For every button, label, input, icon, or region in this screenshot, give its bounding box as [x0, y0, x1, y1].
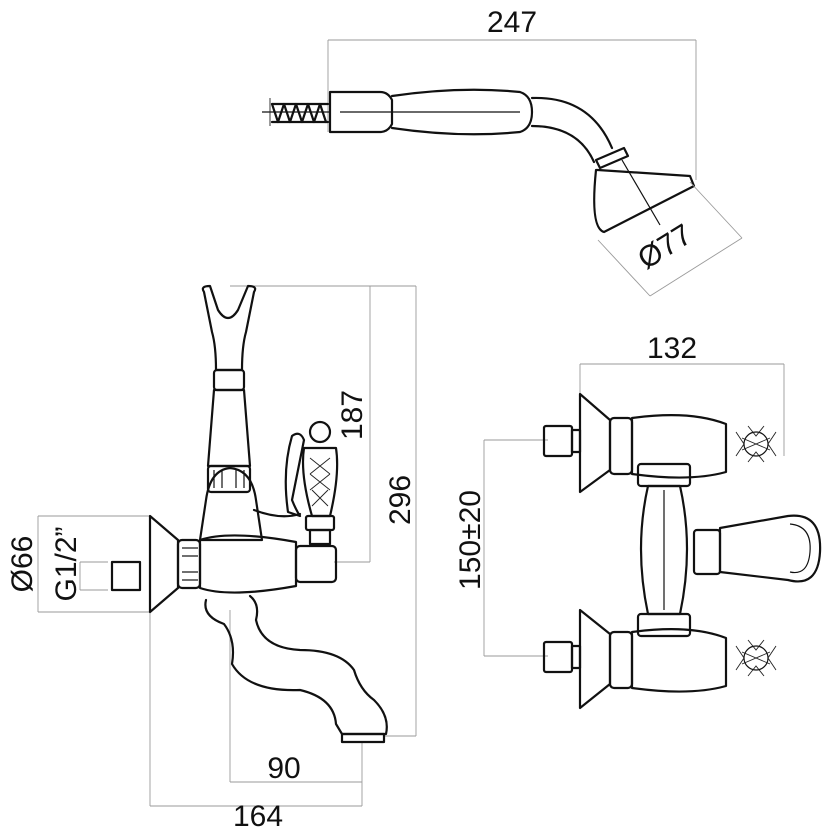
hand-shower-view: 247 Ø77 — [262, 6, 743, 297]
outlet — [692, 514, 822, 583]
dim-label-296: 296 — [384, 475, 417, 525]
dim-line-77 — [649, 237, 743, 297]
dim-label-150: 150±20 — [454, 490, 487, 590]
dim-label-132: 132 — [647, 332, 697, 365]
dim-label-77: Ø77 — [632, 218, 698, 276]
upper-inlet — [542, 392, 777, 494]
hose — [262, 98, 330, 126]
dim-label-66: Ø66 — [6, 536, 39, 593]
dim-ext-line — [689, 181, 743, 239]
dim-label-90: 90 — [267, 752, 300, 785]
lever-handle — [284, 420, 339, 546]
vertical-body — [636, 462, 692, 638]
dim-label-187: 187 — [336, 390, 369, 440]
mixer-body — [198, 464, 338, 594]
side-view: 187 296 Ø66 G1/2” 90 164 — [6, 284, 417, 832]
dim-ext-line — [597, 239, 651, 297]
dim-label-g12: G1/2” — [50, 526, 83, 601]
shower-head — [593, 146, 696, 234]
shower-holder — [201, 284, 257, 468]
dim-label-164: 164 — [233, 800, 283, 832]
spout — [204, 594, 388, 744]
lower-inlet — [542, 608, 777, 710]
dim-label-247: 247 — [487, 6, 537, 39]
wall-connection — [110, 514, 202, 614]
front-view: 132 150±20 — [454, 332, 822, 710]
hand-shower-handle — [328, 88, 614, 164]
